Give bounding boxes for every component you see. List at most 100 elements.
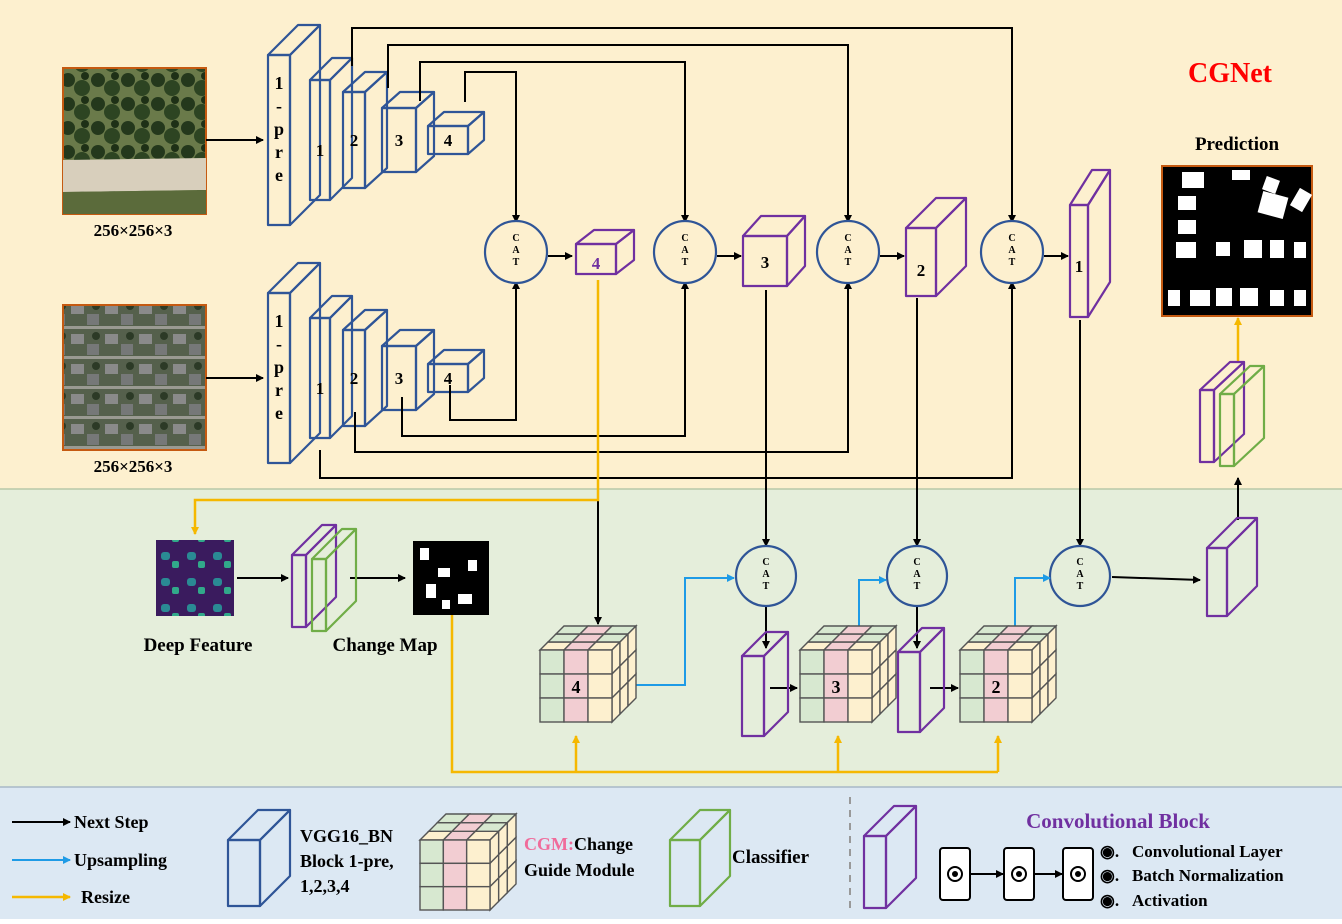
svg-text:A: A xyxy=(913,569,921,580)
svg-text:T: T xyxy=(763,581,770,592)
encoder-label-3-t2: 3 xyxy=(395,369,404,388)
svg-text:C: C xyxy=(681,233,688,244)
legend-next-step: Next Step xyxy=(74,812,149,832)
legend-vgg-cuboid xyxy=(226,808,292,908)
svg-text:A: A xyxy=(681,245,689,256)
svg-text:C: C xyxy=(1008,233,1015,244)
cat-node-enc-2: CAT xyxy=(652,219,718,285)
legend-cgm-line1: Change xyxy=(574,834,633,854)
svg-text:T: T xyxy=(914,581,921,592)
fused-block-3 xyxy=(741,214,807,288)
legend-resize: Resize xyxy=(81,887,130,907)
encoder-label-3-t1: 3 xyxy=(395,131,404,150)
legend-bullet-2: ◉. xyxy=(1100,866,1119,885)
cat-node-enc-4: CAT xyxy=(979,219,1045,285)
fused-label-2: 2 xyxy=(917,261,926,280)
final-conv-block xyxy=(1205,516,1259,618)
classifier-heads xyxy=(290,360,1266,633)
svg-text:C: C xyxy=(913,557,920,568)
svg-text:C: C xyxy=(512,233,519,244)
legend-vgg-line3: 1,2,3,4 xyxy=(300,876,350,896)
prediction-head xyxy=(1198,360,1266,468)
encoder-label-1-t1: 1 xyxy=(316,141,325,160)
deep-feature-map xyxy=(156,540,234,616)
legend-classifier-cuboid xyxy=(668,808,732,908)
legend-classifier-icon xyxy=(668,808,732,908)
encoder-label-4-t1: 4 xyxy=(444,131,453,150)
fused-block-2 xyxy=(904,196,968,298)
encoder-block-2-t2 xyxy=(341,308,389,428)
legend-classifier: Classifier xyxy=(732,847,810,868)
deep-feature-label: Deep Feature xyxy=(144,635,253,656)
input-size-label-1: 256×256×3 xyxy=(94,221,173,240)
legend-cgm-line2: Guide Module xyxy=(524,860,635,880)
svg-text:T: T xyxy=(1077,581,1084,592)
encoder-block-1pre-t1 xyxy=(266,23,322,227)
prediction-image xyxy=(1161,165,1313,317)
encoder-block-4-t1 xyxy=(426,110,486,156)
legend-conv-title: Convolutional Block xyxy=(1026,809,1210,833)
legend-activation: Activation xyxy=(1132,891,1208,910)
svg-text:T: T xyxy=(845,257,852,268)
prediction-head-conv xyxy=(1198,360,1246,464)
encoder-label-2-t1: 2 xyxy=(350,131,359,150)
svg-text:A: A xyxy=(1076,569,1084,580)
diagram-title: CGNet xyxy=(1188,58,1273,89)
svg-text:T: T xyxy=(682,257,689,268)
fused-block-1 xyxy=(1068,168,1112,319)
encoder-block-4-t2 xyxy=(426,348,486,394)
legend-bullet-1: ◉. xyxy=(1100,842,1119,861)
svg-text:A: A xyxy=(512,245,520,256)
fused-label-1: 1 xyxy=(1075,257,1084,276)
fused-block-4 xyxy=(574,228,636,276)
prediction-head-classifier xyxy=(1218,364,1266,468)
fused-label-4: 4 xyxy=(592,254,601,273)
input-image-t1 xyxy=(62,67,207,215)
cat-node-enc-3: CAT xyxy=(815,219,881,285)
input-image-t2 xyxy=(62,304,207,451)
svg-text:C: C xyxy=(762,557,769,568)
skip-connections xyxy=(237,27,1242,692)
change-map-head-classifier xyxy=(310,527,358,633)
legend-cgm-abbr: CGM: xyxy=(524,834,574,854)
svg-text:T: T xyxy=(513,257,520,268)
cgm-block-2-label: 2 xyxy=(992,677,1001,697)
input-size-label-2: 256×256×3 xyxy=(94,457,173,476)
legend-vgg-line1: VGG16_BN xyxy=(300,826,393,846)
encoder-block-3-t2 xyxy=(380,328,436,412)
cat-node-dec-2: CAT xyxy=(885,544,949,608)
legend-conv-cuboid xyxy=(862,804,918,910)
decoder-panel xyxy=(0,489,1342,787)
cgm-block-2: 2 xyxy=(958,624,1058,724)
legend-upsampling: Upsampling xyxy=(74,850,167,870)
legend-vgg-line2: Block 1-pre, xyxy=(300,851,394,871)
final-conv-block-shape xyxy=(1205,516,1259,618)
change-map-head-conv xyxy=(290,523,338,629)
cgm-block-3: 3 xyxy=(798,624,898,724)
decoder-conv-block-2 xyxy=(896,626,946,734)
cat-node-dec-1: CAT xyxy=(734,544,798,608)
svg-text:T: T xyxy=(1009,257,1016,268)
conv-block-pipeline xyxy=(939,847,1094,901)
cat-node-dec-3: CAT xyxy=(1048,544,1112,608)
encoder-label-2-t2: 2 xyxy=(350,369,359,388)
encoder-block-3-t1 xyxy=(380,90,436,174)
svg-text:C: C xyxy=(1076,557,1083,568)
legend-vgg-block-icon xyxy=(226,808,292,908)
change-map-label: Change Map xyxy=(332,635,437,656)
prediction-label: Prediction xyxy=(1195,134,1280,155)
cat-node-enc-1: CAT xyxy=(483,219,549,285)
svg-text:C: C xyxy=(844,233,851,244)
legend-cgm-cube xyxy=(418,812,518,912)
legend-batch-norm: Batch Normalization xyxy=(1132,866,1284,885)
svg-text:A: A xyxy=(762,569,770,580)
encoder-block-1pre-t2 xyxy=(266,261,322,465)
change-map-image xyxy=(413,541,489,615)
decoder-blocks xyxy=(740,626,946,738)
